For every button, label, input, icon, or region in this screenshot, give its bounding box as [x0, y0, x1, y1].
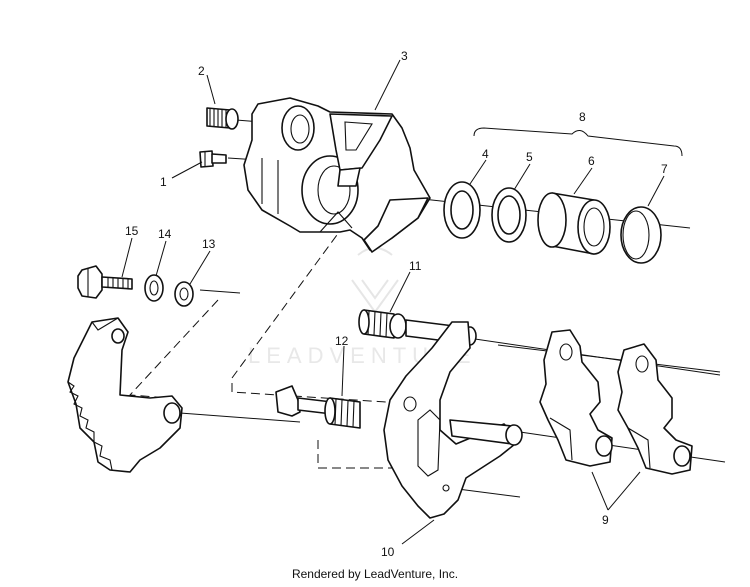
callout-12: 12 [335, 334, 349, 348]
brake-pads-part [539, 329, 693, 475]
callout-9: 9 [602, 513, 609, 527]
caliper-bracket-part [383, 321, 523, 519]
rendered-by-credit: Rendered by LeadVenture, Inc. [291, 567, 459, 581]
callout-7: 7 [661, 162, 668, 176]
piston-part [537, 192, 611, 255]
callout-13: 13 [202, 237, 216, 251]
callout-14: 14 [158, 227, 172, 241]
callout-4: 4 [482, 147, 489, 161]
callout-3: 3 [401, 49, 408, 63]
bleeder-screw-part [206, 107, 239, 130]
leader-lines [121, 59, 665, 545]
dust-seal-ring-part [491, 187, 527, 243]
callout-labels: 2 1 3 8 4 5 6 7 15 14 13 11 12 10 9 [125, 49, 668, 559]
flat-washer-part [174, 281, 194, 307]
callout-15: 15 [125, 224, 139, 238]
callout-6: 6 [588, 154, 595, 168]
callout-11: 11 [409, 259, 422, 273]
bolt-part [77, 265, 133, 299]
bleeder-valve-part [199, 150, 227, 168]
cap-part [620, 206, 662, 264]
callout-5: 5 [526, 150, 533, 164]
piston-seal-ring-part [443, 181, 481, 239]
mounting-knuckle [67, 317, 183, 473]
callout-10: 10 [381, 545, 395, 559]
lock-washer-part [144, 274, 164, 302]
callout-2: 2 [198, 64, 205, 78]
callout-1: 1 [160, 175, 167, 189]
slide-pin-boot-part-lower [275, 385, 361, 429]
callout-8: 8 [579, 110, 586, 124]
callout-8-bracket [473, 127, 683, 157]
caliper-body-part [243, 97, 431, 253]
